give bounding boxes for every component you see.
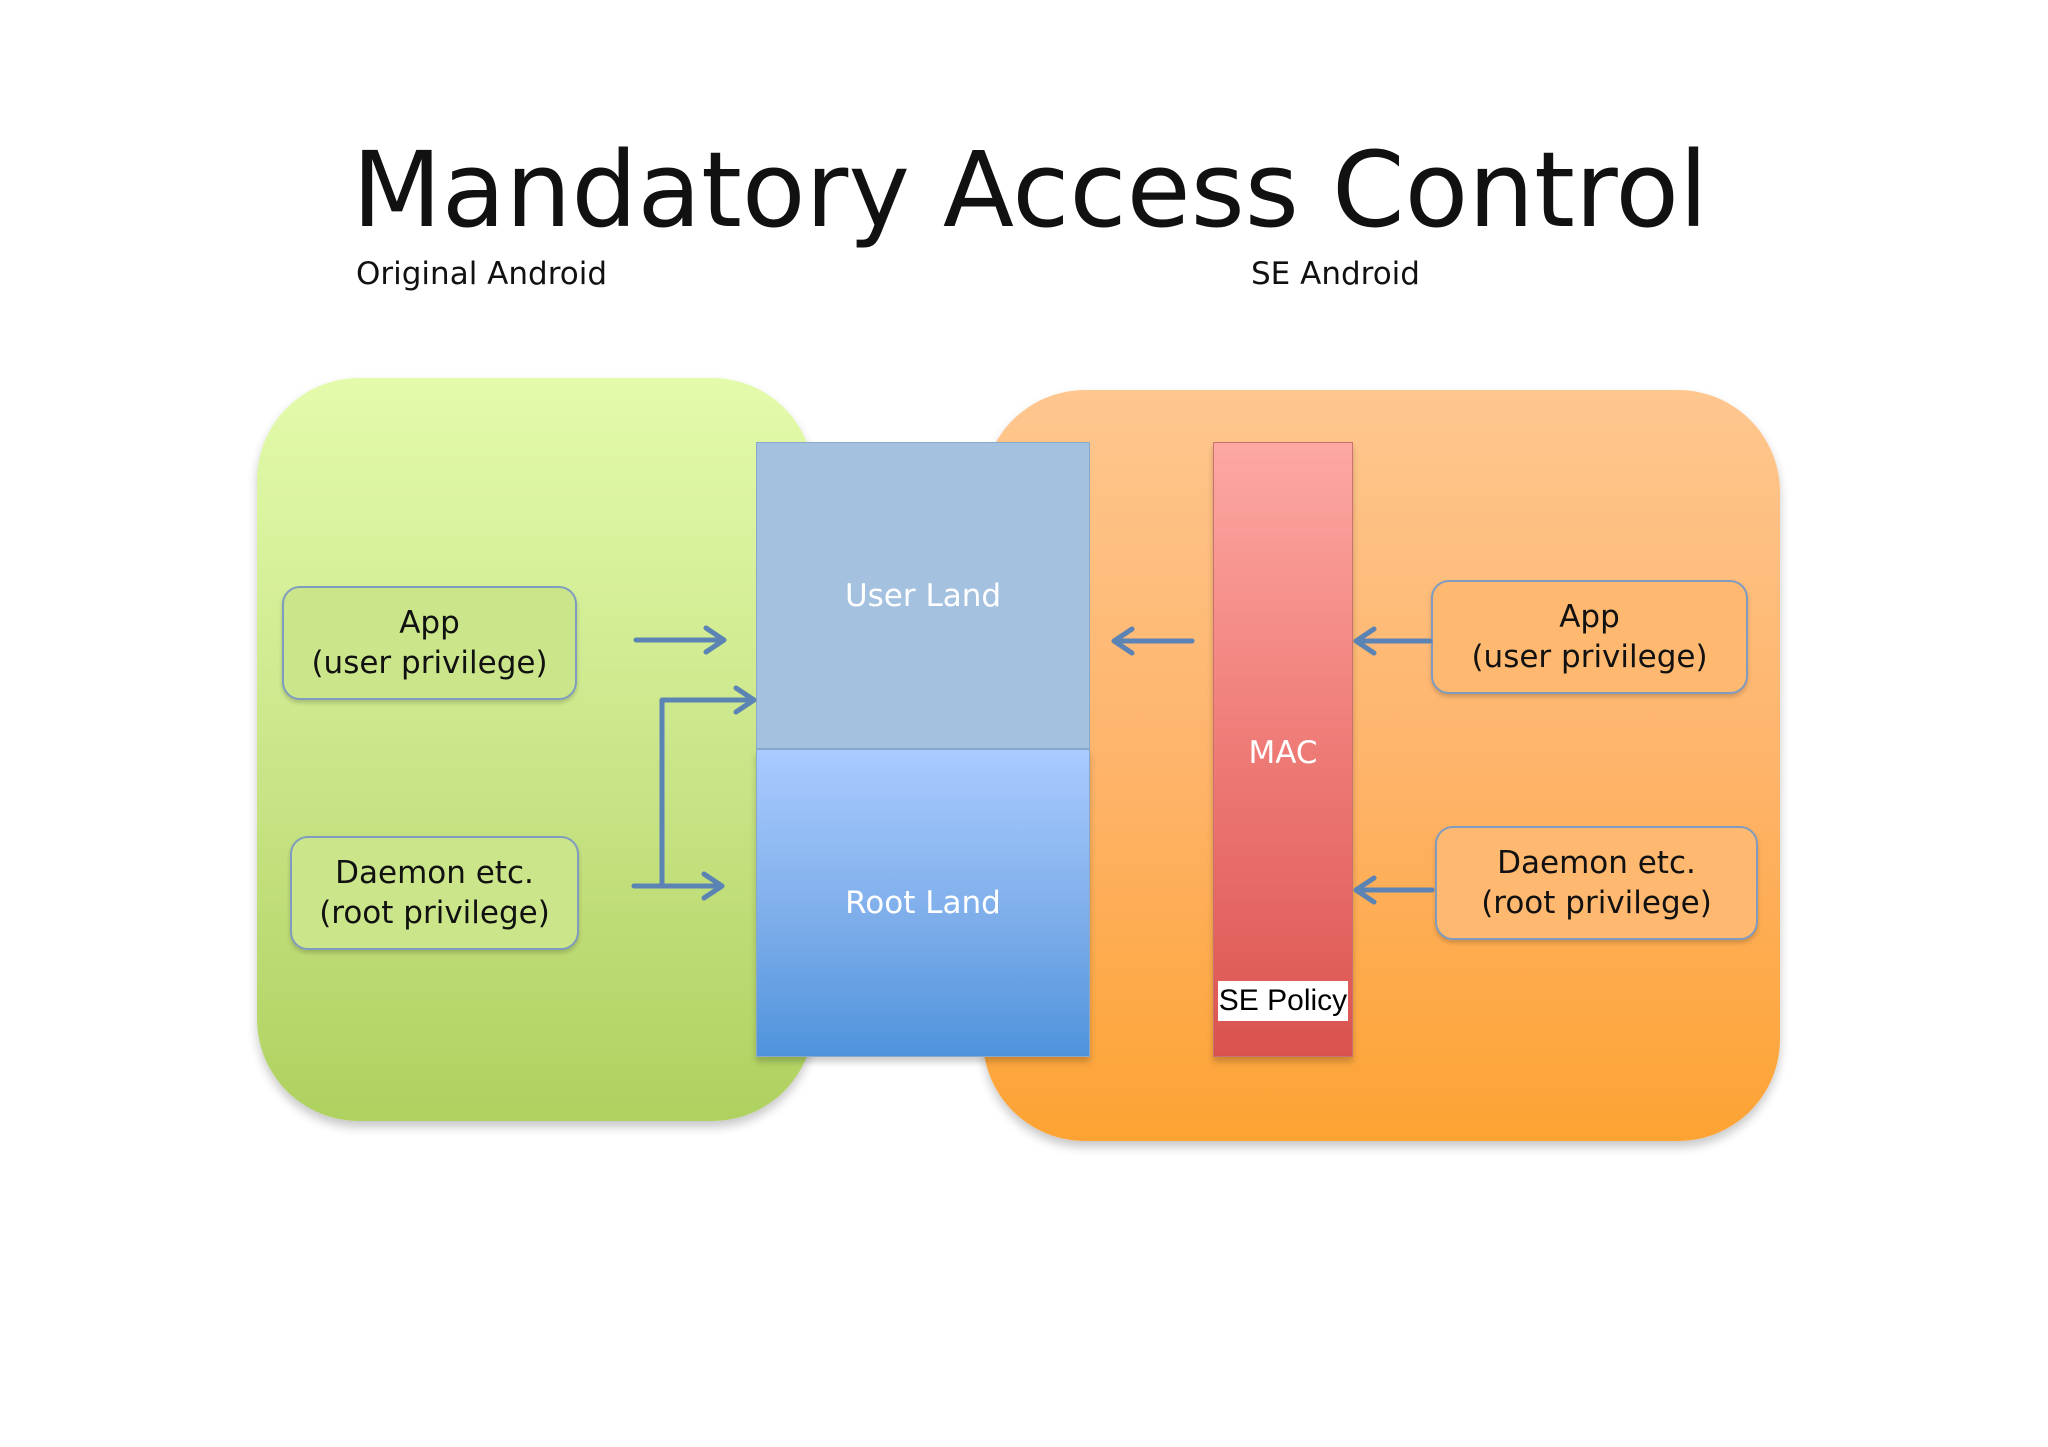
left-daemon-title: Daemon etc. bbox=[335, 855, 534, 891]
user-land-block: User Land bbox=[756, 442, 1090, 749]
left-app-box: App (user privilege) bbox=[282, 586, 577, 700]
root-land-block: Root Land bbox=[756, 749, 1090, 1057]
mac-to-user-land-arrowhead bbox=[1111, 626, 1135, 656]
user-land-label: User Land bbox=[844, 577, 1002, 614]
right-app-title: App bbox=[1559, 599, 1620, 635]
page-title: Mandatory Access Control bbox=[352, 129, 1708, 251]
mac-bar: MAC SE Policy bbox=[1213, 442, 1353, 1057]
left-daemon-to-user-land-arrow bbox=[659, 697, 755, 889]
right-app-box: App (user privilege) bbox=[1431, 580, 1748, 694]
right-app-privilege: (user privilege) bbox=[1471, 639, 1708, 675]
right-daemon-privilege: (root privilege) bbox=[1481, 885, 1712, 921]
original-android-label: Original Android bbox=[356, 256, 608, 292]
left-daemon-box: Daemon etc. (root privilege) bbox=[290, 836, 579, 950]
left-daemon-branch-arrowhead bbox=[733, 685, 757, 715]
se-android-region bbox=[983, 390, 1780, 1141]
left-daemon-privilege: (root privilege) bbox=[319, 895, 550, 931]
left-app-title: App bbox=[399, 605, 460, 641]
left-daemon-arrowhead bbox=[701, 871, 725, 901]
right-daemon-arrowhead bbox=[1353, 875, 1377, 905]
se-policy-label: SE Policy bbox=[1218, 981, 1348, 1021]
right-daemon-box: Daemon etc. (root privilege) bbox=[1435, 826, 1758, 940]
left-app-privilege: (user privilege) bbox=[311, 645, 548, 681]
original-android-region bbox=[257, 378, 814, 1121]
right-app-arrowhead bbox=[1353, 626, 1377, 656]
se-android-label: SE Android bbox=[1251, 256, 1420, 292]
mac-label: MAC bbox=[1248, 735, 1318, 771]
right-daemon-title: Daemon etc. bbox=[1497, 845, 1696, 881]
left-app-arrowhead bbox=[703, 625, 727, 655]
root-land-label: Root Land bbox=[845, 885, 1001, 921]
